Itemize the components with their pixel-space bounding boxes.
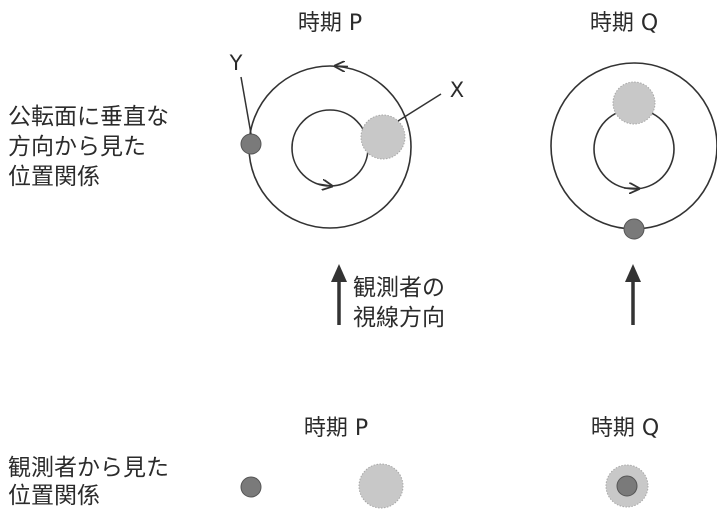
side-view-row-label: 観測者から見た 位置関係 bbox=[8, 455, 176, 509]
side-row-label-line-1: 観測者から見た bbox=[8, 455, 169, 481]
observer-label: 観測者の 視線方向 bbox=[353, 275, 452, 331]
top-period-p-title: 時期 P bbox=[298, 11, 362, 36]
label-y: Y bbox=[229, 51, 243, 75]
side-period-q-title: 時期 Q bbox=[591, 416, 659, 441]
label-x: X bbox=[450, 78, 464, 102]
inner-orbit-p bbox=[291, 109, 369, 187]
label-y-leader bbox=[240, 76, 252, 135]
sightline-arrow-head-p bbox=[331, 264, 347, 282]
observed-star-y-p bbox=[240, 476, 262, 498]
top-row-label-line-3: 位置関係 bbox=[8, 164, 100, 190]
top-period-q-title: 時期 Q bbox=[590, 11, 658, 36]
top-row-label-line-2: 方向から見た bbox=[8, 134, 146, 160]
observed-star-y-q bbox=[616, 475, 638, 497]
side-period-p-title: 時期 P bbox=[304, 416, 368, 441]
inner-orbit-arrow-p bbox=[317, 184, 331, 186]
observed-star-x-p bbox=[358, 463, 404, 509]
inner-orbit-arrow-q bbox=[623, 188, 638, 189]
observer-label-line-2: 視線方向 bbox=[353, 305, 445, 331]
star-x-q bbox=[612, 81, 656, 125]
star-y-q bbox=[623, 218, 645, 240]
top-row-label-line-1: 公転面に垂直な bbox=[8, 104, 169, 130]
period-q-top-view bbox=[550, 62, 717, 240]
observer-label-line-1: 観測者の bbox=[353, 275, 445, 301]
sightline-arrow-head-q bbox=[625, 264, 641, 282]
star-x-p bbox=[360, 114, 406, 160]
observer-line-of-sight: 観測者の 視線方向 bbox=[331, 264, 641, 331]
side-row-label-line-2: 位置関係 bbox=[8, 483, 100, 509]
top-view-row-label: 公転面に垂直な 方向から見た 位置関係 bbox=[8, 104, 176, 190]
period-p-top-view: Y X bbox=[229, 51, 464, 229]
label-x-leader bbox=[397, 93, 442, 122]
star-y-p bbox=[240, 133, 262, 155]
